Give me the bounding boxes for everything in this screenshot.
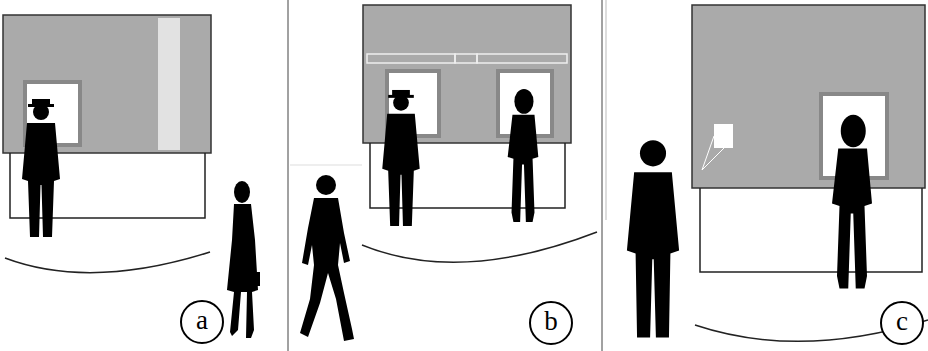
panel-label-circle: b <box>529 301 573 345</box>
panel-letter: b <box>544 308 558 335</box>
floor-bracket <box>700 188 922 272</box>
person-silhouette <box>627 140 679 337</box>
panel-letter: a <box>196 307 208 334</box>
panel-label-circle: c <box>880 301 924 345</box>
person-silhouette <box>508 89 539 222</box>
panel-letter: c <box>896 308 908 335</box>
light-stripe <box>158 18 180 150</box>
panel-divider <box>288 0 289 351</box>
note-pointer <box>702 136 724 170</box>
person-silhouette <box>832 115 872 289</box>
info-band <box>455 54 477 63</box>
small-note <box>714 124 733 148</box>
panel-label-circle: a <box>180 300 224 344</box>
display-wall <box>692 5 925 188</box>
person-silhouette <box>227 181 260 338</box>
person-silhouette <box>22 99 60 237</box>
person-silhouette <box>300 175 354 341</box>
floor-curve <box>362 232 597 262</box>
panel-edge <box>606 0 607 220</box>
panel-divider <box>602 0 603 351</box>
info-band <box>367 54 455 63</box>
info-band <box>477 54 567 63</box>
person-silhouette <box>382 90 419 226</box>
floor-curve <box>5 252 210 273</box>
panel-edge <box>290 165 362 166</box>
